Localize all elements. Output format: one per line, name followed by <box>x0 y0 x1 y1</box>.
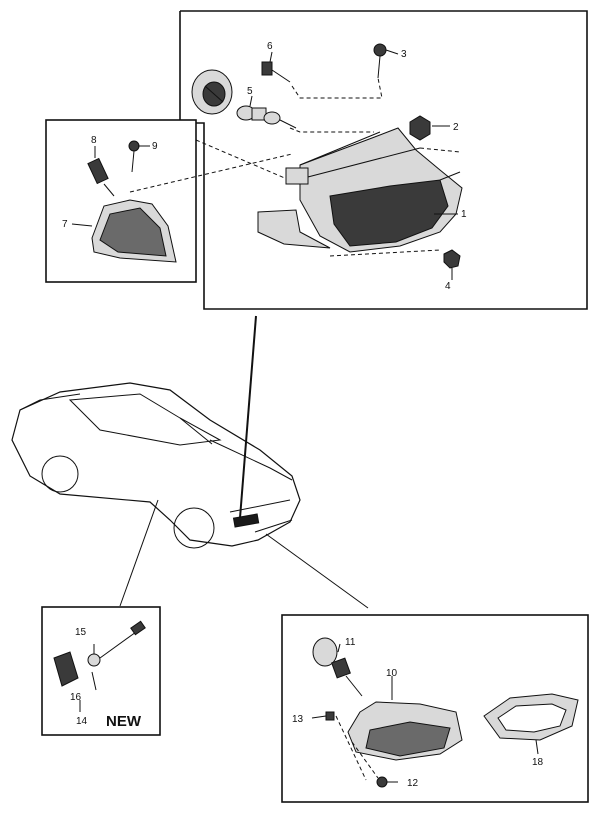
callout-8: 8 <box>91 135 97 146</box>
callout-7: 7 <box>62 219 68 230</box>
turn-lamp-bulb-icon <box>87 157 115 197</box>
vehicle-leader-lines <box>119 315 369 609</box>
callout-14: 14 <box>76 716 88 727</box>
callout-13: 13 <box>292 714 304 725</box>
position-bulb-icon <box>261 61 291 83</box>
vehicle-outline <box>11 382 301 549</box>
fog-lamp-bulb-icon <box>312 637 363 697</box>
fog-lamp-bezel-icon <box>483 693 579 755</box>
callout-15: 15 <box>75 627 87 638</box>
headlamp-bulb-icon <box>236 105 297 129</box>
screw-icon <box>373 43 387 79</box>
headlamp-unit-icon <box>257 127 463 253</box>
callout-11: 11 <box>345 637 356 648</box>
callout-5: 5 <box>247 86 253 97</box>
assembly-guide-lines <box>129 77 461 257</box>
callout-18: 18 <box>532 757 544 768</box>
callout-3: 3 <box>401 49 407 60</box>
callout-4: 4 <box>445 281 451 292</box>
turn-lamp-screw-icon <box>128 140 140 173</box>
fog-lamp-screw-icon <box>376 776 398 788</box>
callout-1: 1 <box>461 209 467 220</box>
fog-lamp-dashed-guides <box>335 715 379 781</box>
clip-nut-icon <box>409 115 431 141</box>
fog-lamp-clip-icon <box>325 711 335 721</box>
callout-10: 10 <box>386 668 398 679</box>
callout-2: 2 <box>453 122 459 133</box>
callout-16: 16 <box>70 692 82 703</box>
turn-lamp-lens-icon <box>91 199 177 263</box>
fog-lamp-housing-icon <box>347 701 463 761</box>
callout-leaders <box>71 49 458 280</box>
callout-12: 12 <box>407 778 419 789</box>
fog-lamp-socket-icon <box>53 620 146 691</box>
new-label: NEW <box>106 713 142 730</box>
mount-nut-icon <box>443 249 461 269</box>
bottom-callout-leaders <box>79 643 393 719</box>
callout-6: 6 <box>267 41 273 52</box>
callout-9: 9 <box>152 141 158 152</box>
socket-cap-icon <box>191 69 233 115</box>
